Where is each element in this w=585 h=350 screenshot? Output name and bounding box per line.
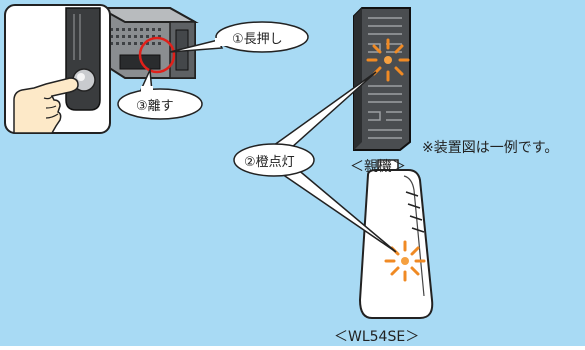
child-device-slot	[407, 203, 421, 209]
callout-step2-bubble	[233, 143, 315, 177]
callout-step3-joint	[141, 86, 153, 94]
setup-button-highlight	[77, 73, 85, 81]
hand-finger-line	[43, 95, 53, 100]
hand-finger-line	[45, 113, 59, 119]
inset-device-edge	[65, 7, 101, 111]
parent-device-body	[353, 7, 411, 151]
callout-step3-bubble	[117, 88, 203, 120]
router-vents	[110, 28, 161, 45]
parent-led-glow	[366, 38, 410, 82]
parent-device	[353, 7, 411, 151]
callout-step3	[117, 67, 203, 120]
callout-step1-text: ①長押し	[232, 32, 283, 47]
child-device-body	[358, 169, 434, 319]
router-closeup	[96, 7, 199, 79]
hand-icon	[13, 77, 79, 134]
callout-step2	[233, 71, 397, 253]
child-device-label: ＜WL54SE＞	[334, 329, 420, 345]
callout-step1-bubble	[215, 21, 309, 53]
device-illustration-note: ※装置図は一例です。	[422, 140, 559, 156]
child-led	[401, 257, 409, 265]
child-device-slot	[411, 227, 425, 233]
child-device	[358, 159, 434, 319]
child-device-slot	[405, 191, 419, 197]
parent-led	[384, 56, 392, 64]
child-device-slot	[409, 215, 423, 221]
callout-step3-text: ③離す	[136, 99, 174, 114]
callout-step1-joint	[215, 38, 227, 46]
hand-finger-line	[45, 105, 57, 109]
callout-step2-text: ②橙点灯	[244, 155, 295, 170]
zoom-inset	[4, 4, 111, 134]
parent-device-side	[354, 8, 362, 150]
child-device-edge-line	[403, 175, 425, 297]
button-highlight-circle	[138, 36, 176, 74]
parent-device-label: ＜親機＞	[350, 159, 406, 175]
callout-step1	[169, 21, 309, 53]
